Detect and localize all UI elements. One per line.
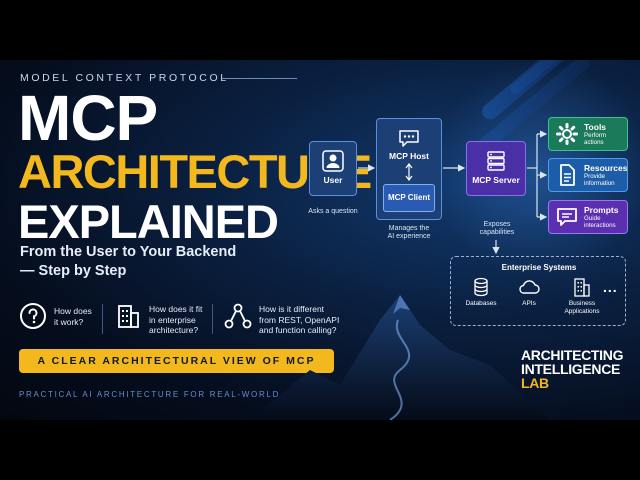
brand-line-1: ARCHITECTING (521, 347, 624, 363)
server-caption-line-2: capabilities (479, 229, 515, 236)
subtitle: From the User to Your Backend — Step by … (20, 243, 320, 281)
server-icon (487, 151, 505, 171)
network-icon (224, 302, 252, 330)
question-text: How does it work? (54, 306, 92, 327)
brand-line-2: INTELLIGENCE LAB (521, 362, 640, 390)
building-icon (114, 302, 142, 330)
question-line: architecture? (149, 325, 199, 335)
prompts-desc: Guide interactions (584, 215, 616, 229)
question-text: How does it fit in enterprise architectu… (149, 304, 202, 336)
question-line: How does it fit (149, 304, 203, 314)
business-applications-label-1: Business (568, 300, 596, 307)
resources-label: Resources (584, 163, 628, 173)
enterprise-systems-group: Enterprise Systems Databases APIs Busine… (450, 256, 626, 326)
business-applications-label-2: Applications (564, 307, 600, 315)
apis-label: APIs (522, 300, 536, 307)
question-3: How is it different from REST, OpenAPI a… (224, 302, 339, 336)
server-caption-line-1: Exposes (483, 221, 511, 228)
resources-desc-1: Provide (584, 173, 605, 180)
question-line: it work? (54, 316, 84, 327)
tools-node: Tools Perform actions (548, 117, 628, 151)
question-divider (102, 304, 103, 334)
mountain-illustration (250, 295, 550, 420)
user-node: User (309, 141, 357, 196)
user-label: User (323, 175, 343, 185)
mcp-client-label: MCP Client (387, 193, 431, 202)
resources-node: Resources Provide information (548, 158, 628, 192)
user-icon (322, 150, 344, 172)
kicker-text: MODEL CONTEXT PROTOCOL (20, 72, 229, 84)
document-icon (560, 164, 575, 186)
business-applications-item: Business Applications (558, 277, 606, 315)
mcp-server-node: MCP Server (466, 141, 526, 196)
host-caption-line-1: Manages the (388, 225, 430, 232)
resources-desc-2: information (584, 180, 615, 187)
more-systems-ellipsis: ... (603, 279, 618, 295)
subtitle-line-2: — Step by Step (20, 263, 127, 279)
thumbnail: MODEL CONTEXT PROTOCOL MCP ARCHITECTURE … (0, 60, 640, 420)
databases-item: Databases (461, 277, 501, 308)
tools-text: Tools Perform actions (584, 122, 627, 146)
question-line: in enterprise (149, 314, 196, 325)
question-divider (212, 304, 213, 334)
mcp-client-node: MCP Client (383, 184, 435, 212)
subtitle-line-1: From the User to Your Backend (20, 244, 237, 260)
question-line: and function calling? (259, 325, 337, 335)
question-line: from REST, OpenAPI (259, 314, 340, 325)
question-1: How does it work? (19, 302, 92, 330)
highlight-banner: A CLEAR ARCHITECTURAL VIEW OF MCP (19, 349, 334, 373)
diagram-connectors (358, 130, 548, 255)
question-2: How does it fit in enterprise architectu… (114, 302, 202, 336)
host-caption: Manages the AI experience (376, 225, 442, 241)
question-line: How is it different (259, 304, 325, 314)
letterbox-bottom (0, 420, 640, 480)
chat-icon (399, 130, 419, 147)
enterprise-title: Enterprise Systems (501, 263, 577, 272)
resources-text: Resources Provide information (584, 163, 627, 187)
host-caption-line-2: AI experience (387, 233, 431, 240)
kicker-divider (222, 78, 297, 79)
prompts-label: Prompts (584, 205, 619, 215)
mcp-server-label: MCP Server (472, 175, 520, 185)
prompts-text: Prompts Guide interactions (584, 205, 627, 229)
mcp-host-label: MCP Host (389, 151, 429, 161)
databases-label: Databases (465, 300, 497, 307)
bidirectional-arrow-icon (405, 163, 413, 181)
building-icon (574, 278, 590, 297)
letterbox-top (0, 0, 640, 60)
server-caption: Exposes capabilities (466, 221, 528, 237)
database-icon (474, 277, 488, 297)
title-line-1: MCP (18, 82, 158, 154)
brand-lab: LAB (521, 375, 549, 391)
question-icon (19, 302, 47, 330)
title-line-3: EXPLAINED (18, 195, 279, 248)
chat-bubble-icon (557, 208, 577, 226)
question-text: How is it different from REST, OpenAPI a… (259, 304, 339, 336)
apis-item: APIs (509, 277, 549, 308)
tools-label: Tools (584, 122, 607, 132)
tagline: PRACTICAL AI ARCHITECTURE FOR REAL-WORLD… (19, 390, 324, 399)
question-line: How does (54, 306, 92, 316)
tools-desc: Perform actions (584, 132, 607, 146)
cloud-icon (519, 280, 540, 294)
user-caption: Asks a question (308, 208, 358, 215)
brand-word: INTELLIGENCE (521, 361, 621, 377)
brand-logo: ARCHITECTING INTELLIGENCE LAB (521, 348, 640, 390)
prompts-node: Prompts Guide interactions (548, 200, 628, 234)
gear-icon (556, 123, 578, 145)
